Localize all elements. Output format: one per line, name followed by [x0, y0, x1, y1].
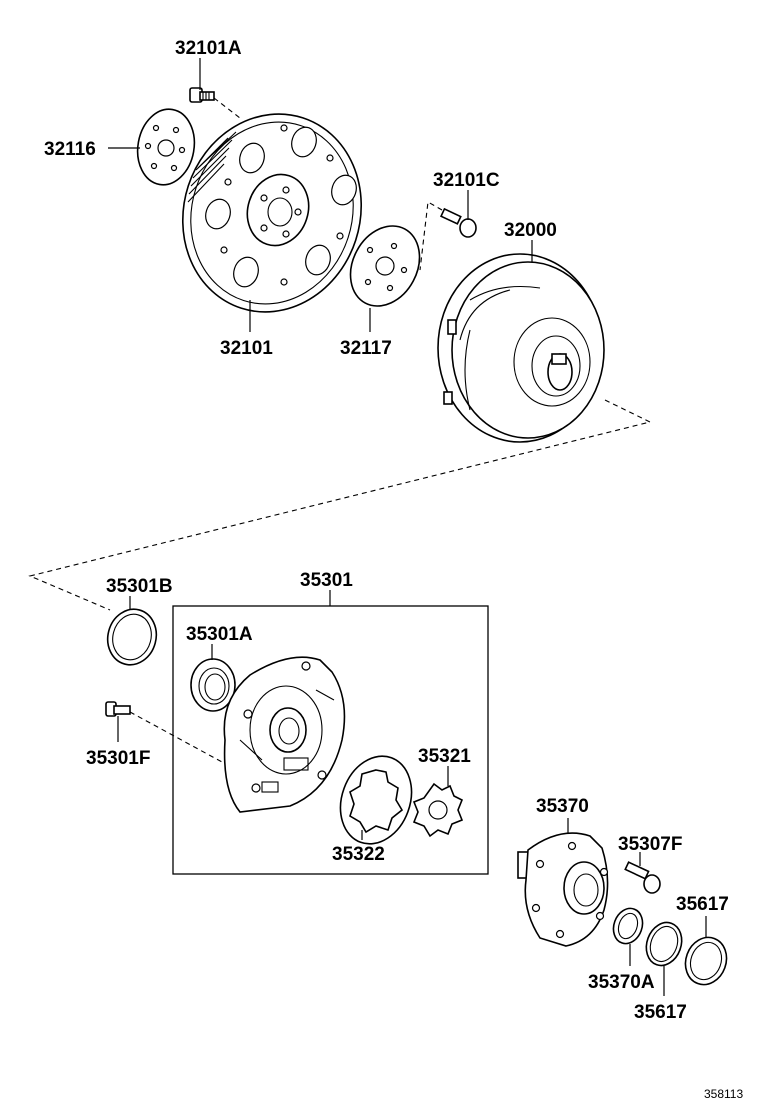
bolt-35301F — [105, 701, 223, 763]
label-32101: 32101 — [220, 338, 273, 359]
o-ring-35301B — [106, 608, 158, 666]
label-35307F: 35307F — [618, 834, 682, 855]
oil-pump-body — [223, 656, 346, 813]
label-32117: 32117 — [340, 338, 392, 359]
label-35301B: 35301B — [106, 576, 173, 597]
label-35370: 35370 — [536, 796, 589, 817]
bolt-32101A — [189, 87, 241, 119]
assembly-line-converter — [28, 399, 652, 611]
bolt-35307F — [624, 861, 661, 894]
label-35301A: 35301A — [186, 624, 253, 645]
driven-gear-35322 — [339, 755, 413, 845]
seal-ring-35617-outer — [684, 936, 728, 986]
ring-gear-teeth — [187, 131, 237, 203]
spacer-plate-32116 — [136, 108, 196, 186]
label-35301F: 35301F — [86, 748, 150, 769]
stator-shaft-35370 — [517, 832, 609, 947]
diagram-code: 358113 — [704, 1087, 743, 1101]
label-32101A: 32101A — [175, 38, 242, 59]
drive-gear-35321 — [412, 782, 464, 838]
label-35321: 35321 — [418, 746, 471, 767]
label-32116: 32116 — [44, 139, 96, 160]
seal-ring-35617-inner — [645, 921, 683, 967]
label-35322: 35322 — [332, 844, 385, 865]
torque-converter-32000 — [437, 253, 605, 443]
label-35617: 35617 — [676, 894, 729, 915]
spacer-plate-32117 — [349, 225, 421, 307]
label-35301: 35301 — [300, 570, 353, 591]
label-35370A: 35370A — [588, 972, 655, 993]
label-32000: 32000 — [504, 220, 557, 241]
ring-35370A — [612, 907, 644, 945]
label-35617-lower: 35617 — [634, 1002, 687, 1023]
label-32101C: 32101C — [433, 170, 500, 191]
leader-lines — [108, 58, 707, 996]
oil-seal-35301A — [190, 658, 236, 712]
drive-plate-32101 — [181, 113, 363, 313]
